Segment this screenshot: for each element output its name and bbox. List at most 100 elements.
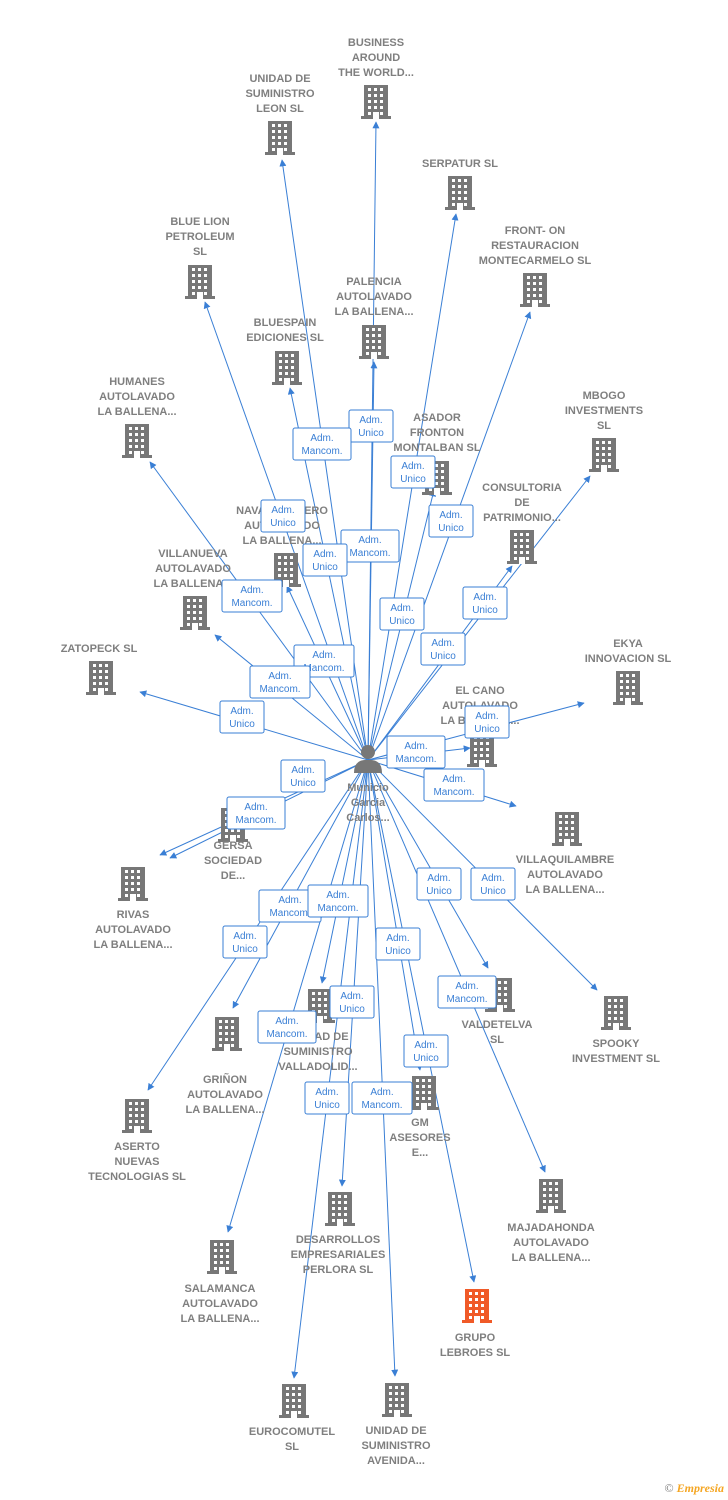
company-label-line: MBOGO xyxy=(583,390,626,402)
role-badge-text: Adm.Mancom. xyxy=(266,1016,307,1040)
role-badge-line: Adm. xyxy=(275,1016,298,1027)
company-node-serpatur[interactable]: SERPATUR SL xyxy=(422,158,498,210)
role-badge-line: Mancom. xyxy=(349,548,390,559)
role-badge-line: Adm. xyxy=(340,991,363,1002)
company-label-line: AUTOLAVADO xyxy=(513,1237,589,1249)
company-label: SERPATUR SL xyxy=(422,158,498,170)
company-label-line: AUTOLAVADO xyxy=(527,869,603,881)
person-icon xyxy=(354,745,382,773)
role-badge-text: Adm.Mancom. xyxy=(446,981,487,1005)
company-label-line: ASESORES xyxy=(389,1132,450,1144)
role-badge: Adm.Mancom. xyxy=(249,665,311,699)
role-badge-text: Adm.Unico xyxy=(400,461,426,485)
role-badge-line: Adm. xyxy=(473,592,496,603)
role-badge: Adm.Unico xyxy=(379,597,425,631)
role-badge-line: Adm. xyxy=(326,890,349,901)
role-badge-line: Mancom. xyxy=(433,787,474,798)
edge-desarrollos xyxy=(338,759,369,1187)
role-badge-line: Adm. xyxy=(442,774,465,785)
company-label-line: PALENCIA xyxy=(346,276,401,288)
role-badge: Adm.Unico xyxy=(219,700,265,734)
role-badge: Adm.Mancom. xyxy=(351,1081,413,1115)
role-badge-line: Mancom. xyxy=(317,903,358,914)
role-badge: Adm.Mancom. xyxy=(257,1010,317,1044)
company-label-line: AROUND xyxy=(352,52,400,64)
brand-logo[interactable]: ©Empresia xyxy=(665,1481,724,1496)
company-label-line: ZATOPECK SL xyxy=(61,643,138,655)
role-badge-text: Adm.Mancom. xyxy=(231,585,272,609)
company-label-line: SUMINISTRO xyxy=(283,1046,353,1058)
role-badge-line: Adm. xyxy=(310,433,333,444)
building-icon xyxy=(536,1179,566,1213)
company-label-line: GERSA xyxy=(213,840,252,852)
company-label-line: INVESTMENT SL xyxy=(572,1053,660,1065)
role-badge-line: Unico xyxy=(270,518,296,529)
company-label-line: UNIDAD DE xyxy=(249,73,310,85)
company-label-line: AVENIDA... xyxy=(367,1455,425,1467)
role-badge-line: Unico xyxy=(474,724,500,735)
role-badge-line: Adm. xyxy=(240,585,263,596)
building-icon xyxy=(552,812,582,846)
company-label-line: SUMINISTRO xyxy=(245,88,315,100)
role-badge-line: Adm. xyxy=(315,1087,338,1098)
role-badge-line: Unico xyxy=(339,1004,365,1015)
company-label-line: LA BALLENA... xyxy=(153,578,232,590)
badges-layer: Adm.UnicoAdm.Mancom.Adm.UnicoAdm.UnicoAd… xyxy=(219,409,516,1115)
building-icon xyxy=(507,530,537,564)
building-icon xyxy=(185,265,215,299)
role-badge-line: Unico xyxy=(385,946,411,957)
company-label-line: BLUESPAIN xyxy=(254,317,317,329)
company-node-zatopeck[interactable]: ZATOPECK SL xyxy=(61,643,138,695)
copyright-symbol: © xyxy=(664,1481,674,1495)
role-badge-line: Adm. xyxy=(475,711,498,722)
role-badge-text: Adm.Mancom. xyxy=(303,650,344,674)
building-icon xyxy=(520,273,550,307)
company-label-line: SERPATUR SL xyxy=(422,158,498,170)
edge-valdetelva xyxy=(367,759,489,969)
role-badge-line: Unico xyxy=(290,778,316,789)
building-icon xyxy=(361,85,391,119)
role-badge-text: Adm.Unico xyxy=(389,603,415,627)
role-badge-text: Adm.Unico xyxy=(270,505,296,529)
company-label-line: LA BALLENA... xyxy=(180,1313,259,1325)
role-badge-text: Adm.Unico xyxy=(358,415,384,439)
role-badge-line: Unico xyxy=(426,886,452,897)
company-label-line: SL xyxy=(193,246,207,258)
role-badge: Adm.Unico xyxy=(280,759,326,793)
role-badge-line: Adm. xyxy=(268,671,291,682)
company-label-line: VALDETELVA xyxy=(462,1019,533,1031)
